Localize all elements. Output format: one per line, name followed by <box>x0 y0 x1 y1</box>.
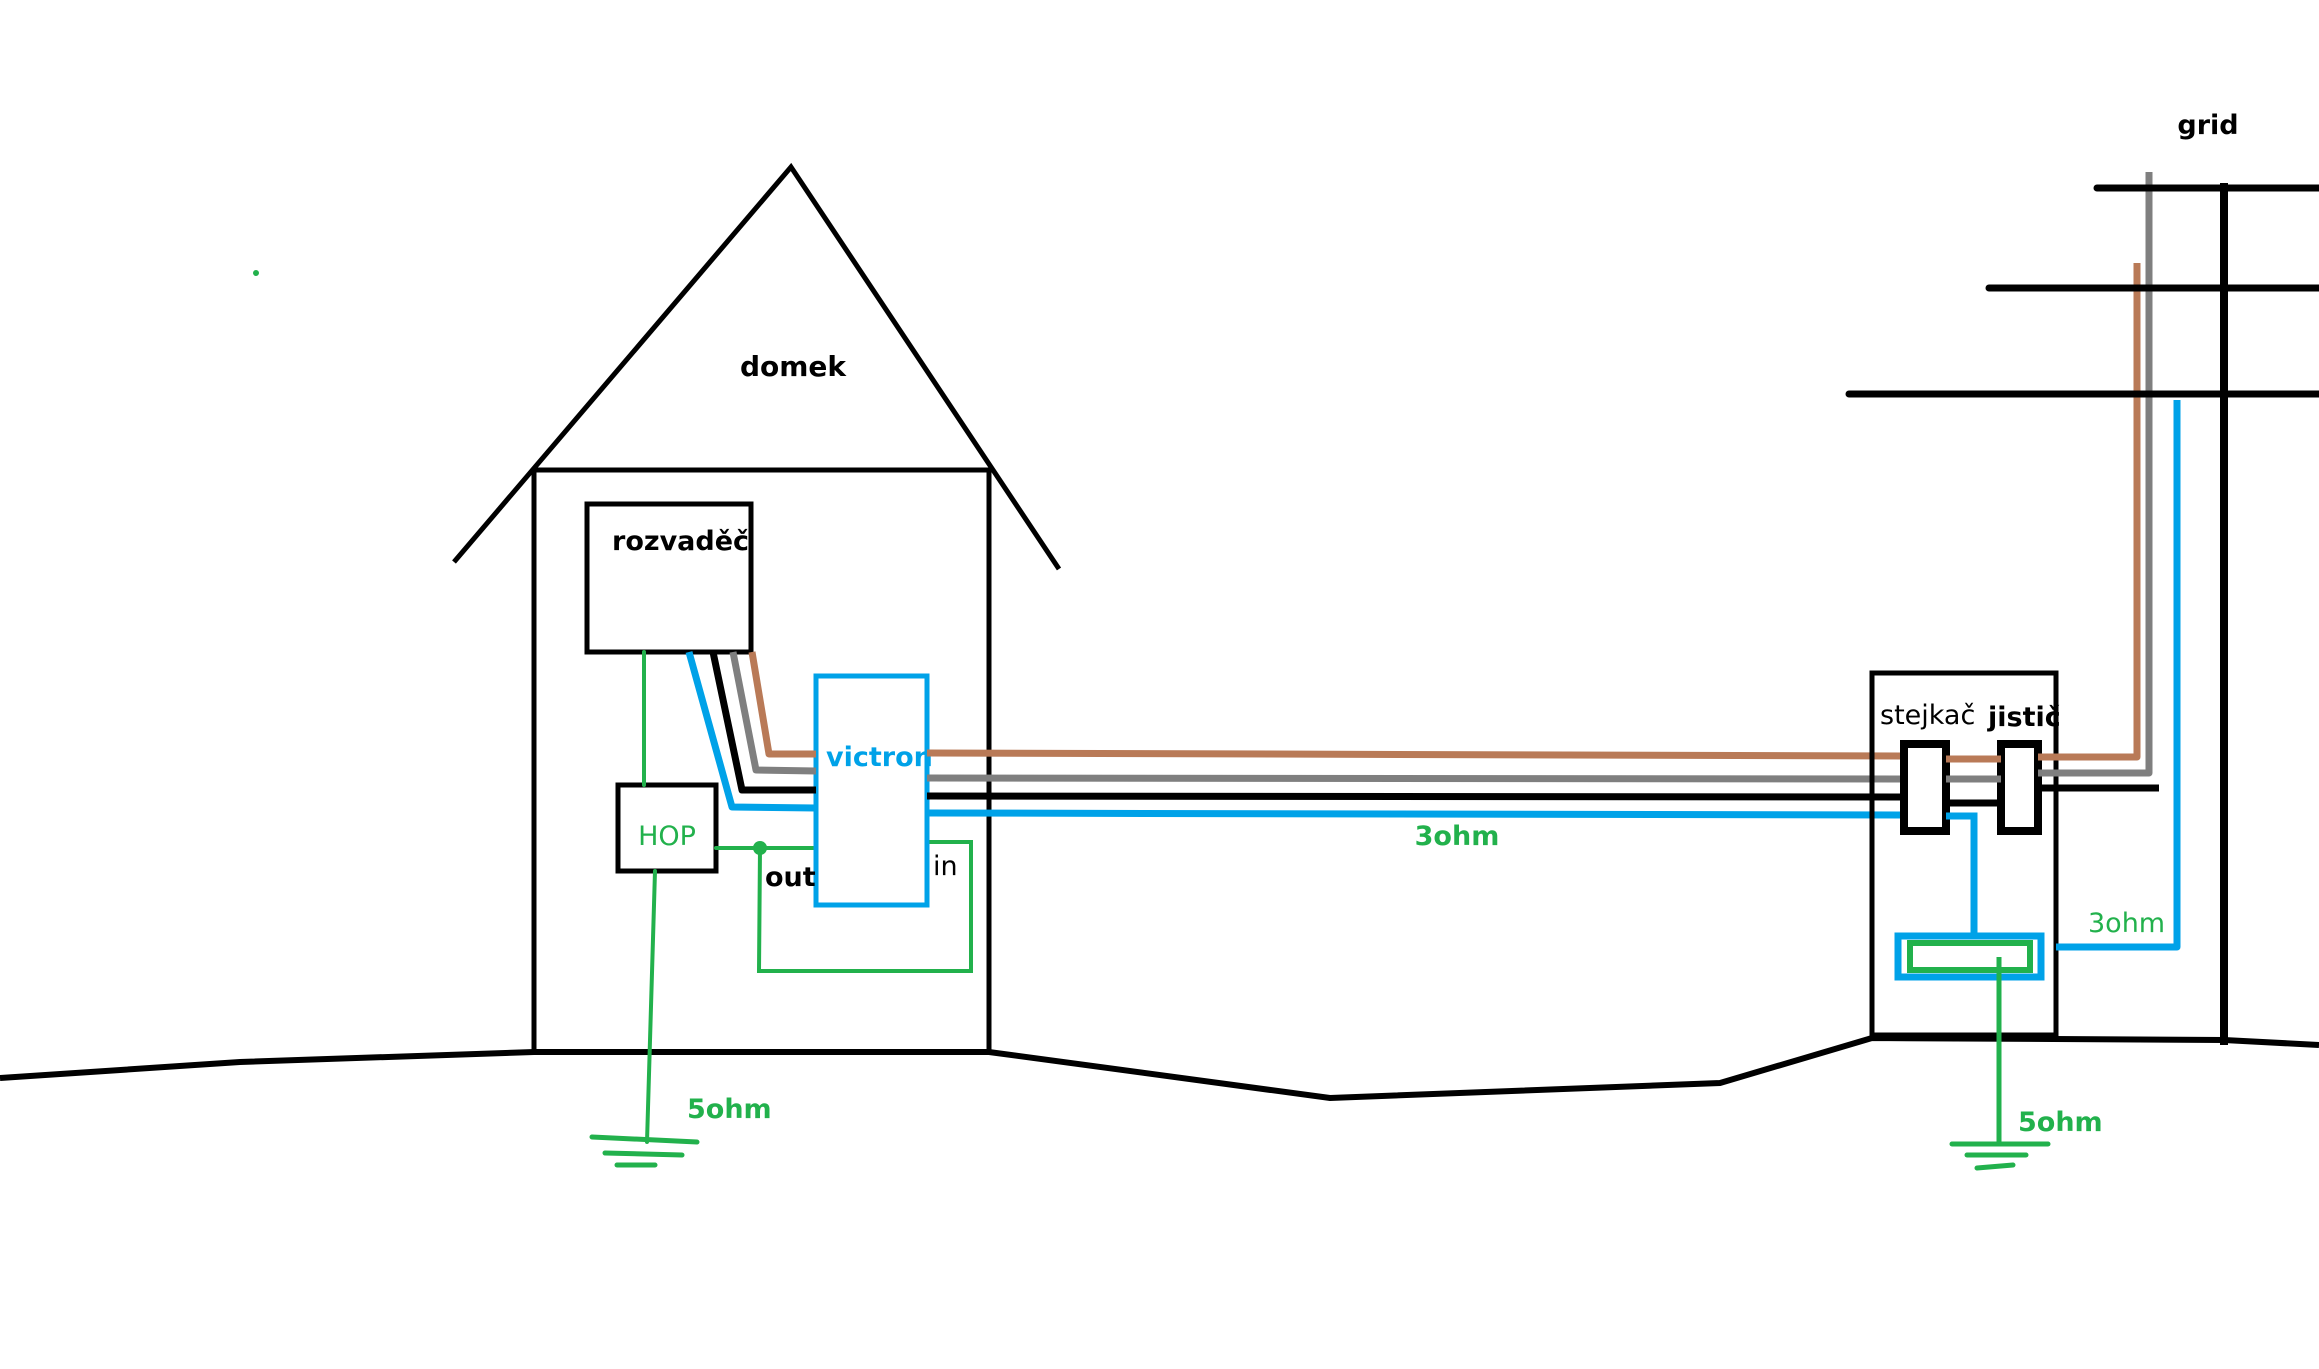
house-roof <box>452 162 1062 571</box>
contactor-breaker-wires <box>1946 755 2001 937</box>
victron-inverter <box>813 673 930 908</box>
brown-conductor <box>926 749 1903 760</box>
pen-bar-inner <box>1907 940 2033 973</box>
grey-conductor <box>926 774 1903 783</box>
contactor <box>1900 740 1950 835</box>
house-label: domek <box>740 350 847 383</box>
pen-resistance-label: 3ohm <box>2088 908 2165 939</box>
meter-ground-resistance: 5ohm <box>2018 1107 2103 1138</box>
hop-box <box>615 782 719 874</box>
cable-resistance-label: 3ohm <box>1415 821 1500 852</box>
victron-label: victron <box>826 742 933 773</box>
pen-bar-outer <box>1894 932 2045 981</box>
board-to-inverter-wires <box>685 651 817 812</box>
house-earth-wiring <box>642 650 973 1144</box>
house-ground-symbol <box>589 1134 700 1168</box>
breaker <box>1997 740 2042 835</box>
junction-dot <box>753 841 767 855</box>
black-conductor <box>926 792 1903 801</box>
grid-feed-wires <box>2038 172 2181 951</box>
house-ground-resistance: 5ohm <box>687 1094 772 1125</box>
distribution-board <box>584 501 754 655</box>
meter-ground-symbol <box>1949 1141 2051 1171</box>
meter-box <box>1869 670 2059 1038</box>
hop-label: HOP <box>638 821 696 852</box>
grid-label: grid <box>2177 110 2238 141</box>
breaker-label: jistič <box>1987 702 2061 733</box>
blue-conductor <box>926 809 1903 819</box>
ground-surface <box>0 1034 2319 1102</box>
distribution-board-label: rozvaděč <box>612 526 749 557</box>
victron-out-label: out <box>765 862 816 893</box>
house-walls <box>531 467 992 1055</box>
stray-dot <box>253 270 259 276</box>
victron-in-label: in <box>933 851 958 882</box>
contactor-label: stejkač <box>1880 700 1975 731</box>
house <box>452 162 1062 1055</box>
main-cable <box>926 749 1903 819</box>
